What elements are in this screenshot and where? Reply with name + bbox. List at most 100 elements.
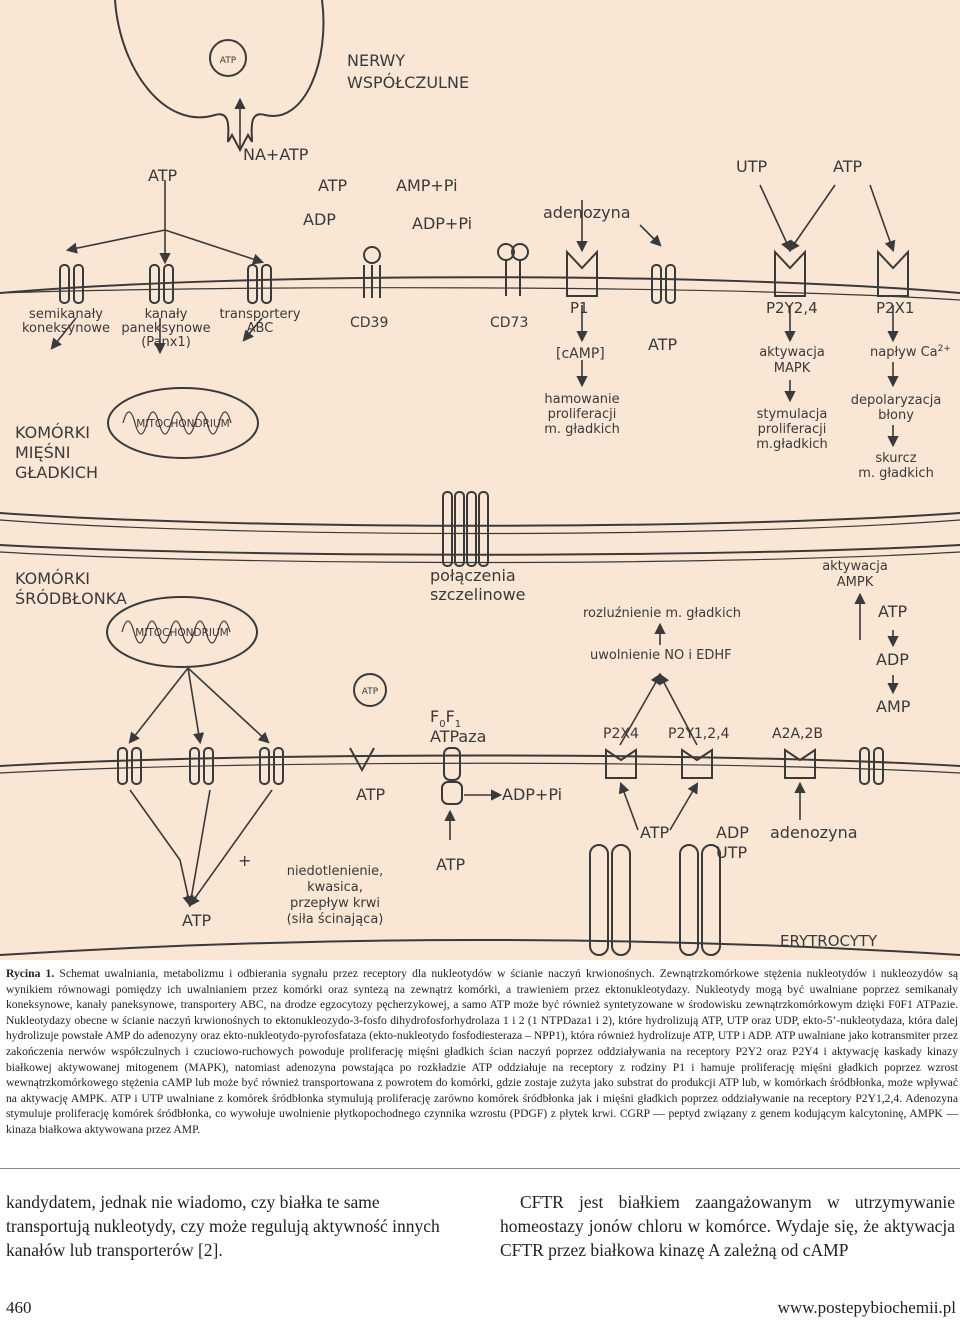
no-edhf-label: uwolnienie NO i EDHF — [590, 648, 732, 663]
connexin-label: semikanały — [29, 307, 103, 322]
arrow-adenosine-transport — [639, 224, 662, 247]
f0f1-f: F — [446, 707, 455, 726]
mitochondrium-cristae — [122, 411, 232, 435]
f0f1-label: F0F1 — [430, 707, 461, 730]
endo-connexin-hemichannel — [131, 747, 142, 785]
cd73-stalks — [505, 260, 521, 296]
smc-membrane-top — [0, 276, 960, 294]
page-number: 460 — [6, 1298, 32, 1317]
gap-junction-pillar — [442, 491, 453, 567]
inhibition-label: hamowanie — [544, 392, 619, 407]
arrow-mito-abc — [187, 667, 270, 744]
p2x1-receptor — [877, 249, 909, 297]
erythrocytes-label: ERYTROCYTY — [780, 932, 878, 950]
p2x1-label: P2X1 — [876, 299, 914, 317]
p2x4-label: P2X4 — [603, 726, 639, 742]
adp-label: ADP — [716, 823, 749, 842]
amp-pi-label: AMP+Pi — [396, 176, 458, 195]
p2y24-label: P2Y2,4 — [766, 299, 818, 317]
mitochondrium-label: MITOCHONDRIUM — [136, 418, 229, 430]
arrow-mito-pannexin — [187, 667, 205, 745]
pannexin-channel — [149, 264, 160, 304]
stimulation-label: stymulacja — [757, 407, 828, 422]
depolarization-label: depolaryzacja — [851, 393, 942, 408]
pannexin-label: paneksynowe — [121, 321, 210, 336]
utp-label: UTP — [716, 843, 747, 862]
erythrocyte-channel — [589, 844, 609, 956]
connexin-hemichannel — [73, 264, 84, 304]
endo-pannexin-channel — [203, 747, 214, 785]
erythrocyte-channel — [611, 844, 631, 956]
atp-label: ATP — [318, 176, 347, 195]
atp-label: ATP — [182, 911, 211, 930]
p1-receptor — [566, 249, 598, 297]
cd73-label: CD73 — [490, 315, 528, 331]
arrow-pannexin-atp — [186, 789, 211, 908]
gap-junction-pillar — [454, 491, 465, 567]
gap-junction-pillar — [478, 491, 489, 567]
p2y124-receptor — [681, 748, 713, 779]
smc-mitochondrium — [107, 387, 259, 459]
pannexin-label: kanały — [145, 307, 188, 322]
stimulation-label: proliferacji — [758, 422, 827, 437]
connexin-hemichannel — [59, 264, 70, 304]
gap-junction-label: szczelinowe — [430, 585, 526, 604]
arrow-p2y-no — [658, 673, 698, 746]
smc-title: KOMÓRKI — [15, 423, 90, 442]
erythrocyte-channel — [701, 844, 721, 956]
figure-caption: Rycina 1. Schemat uwalniania, metabolizm… — [6, 966, 958, 1138]
f0f1-f: F — [430, 707, 439, 726]
arrow-atp-p2y — [788, 184, 836, 252]
arrow-atp-p2x4 — [618, 781, 639, 831]
endo-nucleoside-transporter — [873, 747, 884, 785]
stimulation-label: m.gładkich — [756, 437, 828, 452]
f0f1-sub0: 0 — [439, 719, 445, 730]
f0f1-sub1: 1 — [455, 719, 461, 730]
smc-membrane-top-inner — [0, 287, 960, 301]
ca-influx-label: napływ Ca2+ — [870, 344, 951, 360]
arrow-atp-p2x1 — [869, 184, 896, 253]
atp-label: ATP — [356, 785, 385, 804]
atp-label: ATP — [148, 166, 177, 185]
connexin-label: koneksynowe — [22, 321, 110, 336]
relaxation-label: rozluźnienie m. gładkich — [583, 606, 741, 621]
adp-pi-label: ADP+Pi — [502, 785, 562, 804]
arrow-atp-p2y — [669, 782, 699, 831]
contraction-label: skurcz — [875, 451, 916, 466]
vesicle-atp-label: ATP — [362, 687, 379, 697]
abc-label: transportery — [219, 307, 300, 322]
atp-label: ATP — [648, 335, 677, 354]
atp-label: ATP — [436, 855, 465, 874]
arrow-abc-atp — [188, 789, 273, 907]
endo-abc-transporter — [259, 747, 270, 785]
p2y24-receptor — [774, 249, 806, 297]
adenosine-label: adenozyna — [770, 823, 858, 842]
ampk-label: aktywacja — [822, 559, 888, 574]
vascular-nucleotide-signaling-diagram: ATP NERWY WSPÓŁCZULNE NA+ATP ATP ATP AMP… — [0, 0, 960, 960]
cd39-head — [363, 246, 381, 264]
a2a2b-label: A2A,2B — [772, 726, 823, 742]
abc-transporter — [247, 264, 258, 304]
journal-url[interactable]: www.postepybiochemii.pl — [777, 1298, 956, 1317]
contraction-label: m. gładkich — [858, 466, 934, 481]
stimuli-label: niedotlenienie, — [287, 864, 384, 879]
adp-label: ADP — [876, 650, 909, 669]
endo-mitochondrium — [106, 596, 258, 668]
endo-connexin-hemichannel — [117, 747, 128, 785]
smc-title: MIĘŚNI — [15, 443, 70, 462]
erythrocyte-membrane — [0, 939, 960, 956]
gap-junction-pillar — [466, 491, 477, 567]
arrow-atp-release-abc — [164, 229, 265, 265]
ca-charge: 2+ — [938, 344, 951, 354]
cd39-label: CD39 — [350, 315, 388, 331]
arrow-utp-p2y — [759, 184, 792, 253]
nucleoside-transporter — [651, 264, 662, 304]
nerves-title-line2: WSPÓŁCZULNE — [347, 73, 469, 92]
ampk-label: AMPK — [837, 575, 874, 590]
atp-vesicle — [209, 39, 247, 77]
atp-label: ATP — [833, 157, 862, 176]
p2x4-receptor — [605, 748, 637, 779]
arrow-connexin-atp — [129, 789, 194, 908]
inhibition-label: m. gładkich — [544, 422, 620, 437]
nerves-title-line1: NERWY — [347, 51, 405, 70]
